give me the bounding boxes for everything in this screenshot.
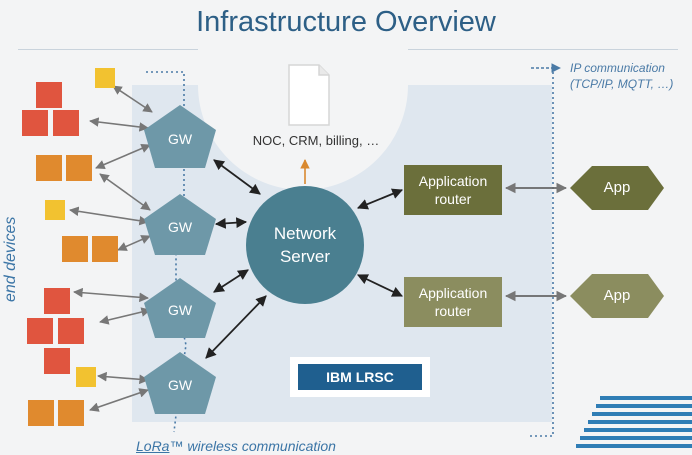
ibm-logo bbox=[576, 396, 692, 448]
link-gw1-ns bbox=[213, 159, 261, 195]
end-device-red bbox=[58, 318, 84, 344]
link-device-gw2-a bbox=[99, 173, 151, 211]
ip-communication-label: IP communication (TCP/IP, MQTT, …) bbox=[570, 60, 673, 92]
network-server-node: Network Server bbox=[246, 186, 364, 304]
gateway-4-shape bbox=[144, 352, 216, 414]
end-device-orange bbox=[66, 155, 92, 181]
link-ns-router2 bbox=[357, 274, 403, 297]
link-gw2-ns bbox=[214, 217, 248, 229]
application-router-1: Application router bbox=[404, 165, 502, 215]
backend-systems-label: NOC, CRM, billing, … bbox=[252, 133, 380, 148]
end-device-cluster-2 bbox=[36, 155, 118, 262]
page-title: Infrastructure Overview bbox=[196, 6, 496, 38]
document-icon bbox=[288, 64, 330, 126]
link-device-gw3-b bbox=[99, 307, 151, 325]
end-device-orange bbox=[92, 236, 118, 262]
gateway-1-label: GW bbox=[167, 131, 193, 147]
end-device-red bbox=[36, 82, 62, 108]
link-device-gw2-c bbox=[117, 235, 151, 251]
link-device-gw4-b bbox=[89, 388, 149, 412]
app-1-shape bbox=[570, 166, 664, 210]
ip-comm-line1: IP communication bbox=[570, 61, 665, 75]
lora-comm-rest: ™ wireless communication bbox=[169, 438, 336, 454]
end-devices-label: end devices bbox=[2, 216, 19, 302]
router-label-line1: Application bbox=[418, 285, 488, 301]
end-device-orange bbox=[62, 236, 88, 262]
gateway-3-shape bbox=[144, 278, 216, 338]
app-2-label: App bbox=[603, 287, 631, 304]
lora-brand: LoRa bbox=[136, 438, 170, 454]
link-gw3-ns bbox=[213, 269, 249, 293]
end-device-red bbox=[22, 110, 48, 136]
gateway-2-shape bbox=[144, 194, 216, 255]
end-device-yellow bbox=[45, 200, 65, 220]
ibm-lrsc-label: IBM LRSC bbox=[298, 364, 422, 390]
end-device-cluster-3 bbox=[27, 288, 84, 374]
link-ns-router1 bbox=[357, 188, 403, 210]
end-device-yellow bbox=[76, 367, 96, 387]
end-device-yellow bbox=[95, 68, 115, 88]
link-gw4-ns bbox=[205, 295, 267, 359]
end-device-orange bbox=[36, 155, 62, 181]
end-device-orange bbox=[28, 400, 54, 426]
end-device-cluster-4 bbox=[28, 367, 96, 426]
gateway-4-label: GW bbox=[167, 377, 193, 393]
ip-boundary-line bbox=[530, 63, 561, 437]
router-label-line1: Application bbox=[418, 173, 488, 189]
app-1-label: App bbox=[603, 179, 631, 196]
ibm-lrsc-badge: IBM LRSC bbox=[290, 357, 430, 397]
lora-communication-label: LoRa™ wireless communication bbox=[136, 438, 336, 454]
end-device-red bbox=[44, 348, 70, 374]
link-device-gw4-a bbox=[97, 371, 149, 385]
end-device-red bbox=[27, 318, 53, 344]
app-2-shape bbox=[570, 274, 664, 318]
link-device-gw1-a bbox=[112, 85, 153, 113]
link-device-gw3-a bbox=[73, 287, 149, 303]
end-device-red bbox=[44, 288, 70, 314]
gateway-2-label: GW bbox=[167, 219, 193, 235]
end-device-orange bbox=[58, 400, 84, 426]
gateway-3-label: GW bbox=[167, 302, 193, 318]
lora-boundary-line bbox=[146, 71, 187, 433]
router-label-line2: router bbox=[434, 191, 472, 207]
ip-comm-line2: (TCP/IP, MQTT, …) bbox=[570, 77, 674, 91]
router-label-line2: router bbox=[434, 303, 472, 319]
link-device-gw1-c bbox=[95, 143, 151, 170]
gateway-1-shape bbox=[144, 105, 216, 168]
application-router-2: Application router bbox=[404, 277, 502, 327]
network-server-label-line1: Network bbox=[273, 224, 337, 243]
link-device-gw2-b bbox=[69, 206, 149, 226]
link-device-gw1-b bbox=[89, 117, 149, 132]
end-device-red bbox=[53, 110, 79, 136]
end-device-cluster-1 bbox=[22, 68, 115, 136]
network-server-label-line2: Server bbox=[279, 247, 331, 266]
